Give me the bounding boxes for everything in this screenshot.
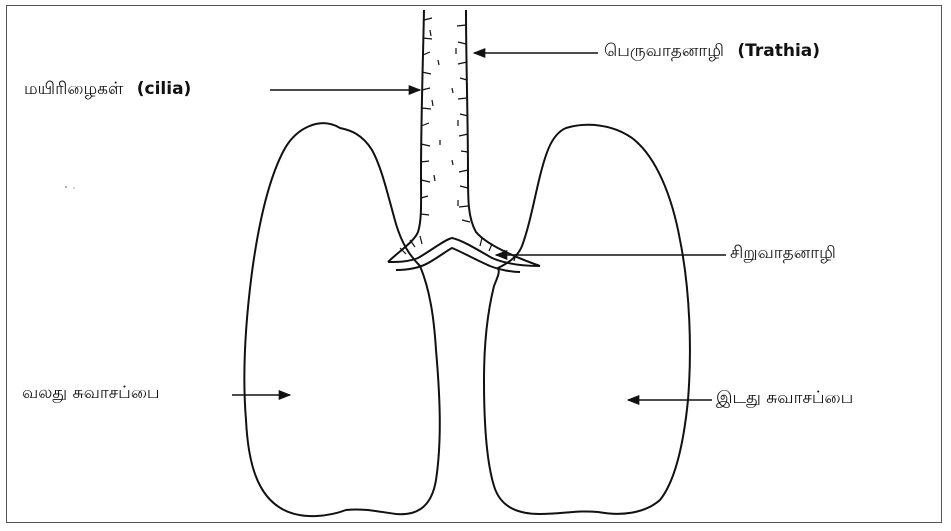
- trachea-label-tamil: பெருவாதனாழி: [604, 41, 724, 61]
- left-lung-label: இடது சுவாசப்பை: [716, 390, 853, 407]
- cilia-hairs: [400, 18, 516, 261]
- right-lung-label: வலது சுவாசப்பை: [22, 385, 160, 402]
- trachea: [388, 10, 540, 272]
- speck: [65, 186, 67, 188]
- right-lung: [244, 123, 439, 516]
- right-lung-label-tamil: வலது சுவாசப்பை: [22, 383, 160, 403]
- trachea-label: பெருவாதனாழி (Trathia): [604, 43, 820, 60]
- annotation-arrows: [232, 53, 726, 400]
- bronchus-label: சிறுவாதனாழி: [730, 245, 836, 262]
- cilia-label: மயிரிழைகள் (cilia): [24, 81, 191, 98]
- left-lung: [484, 125, 690, 514]
- trachea-label-english: (Trathia): [737, 41, 820, 61]
- bronchus-label-tamil: சிறுவாதனாழி: [730, 243, 836, 263]
- left-lung-label-tamil: இடது சுவாசப்பை: [716, 388, 853, 408]
- cilia-label-english: (cilia): [137, 79, 192, 99]
- cilia-label-tamil: மயிரிழைகள்: [24, 79, 123, 99]
- speck: [73, 187, 75, 189]
